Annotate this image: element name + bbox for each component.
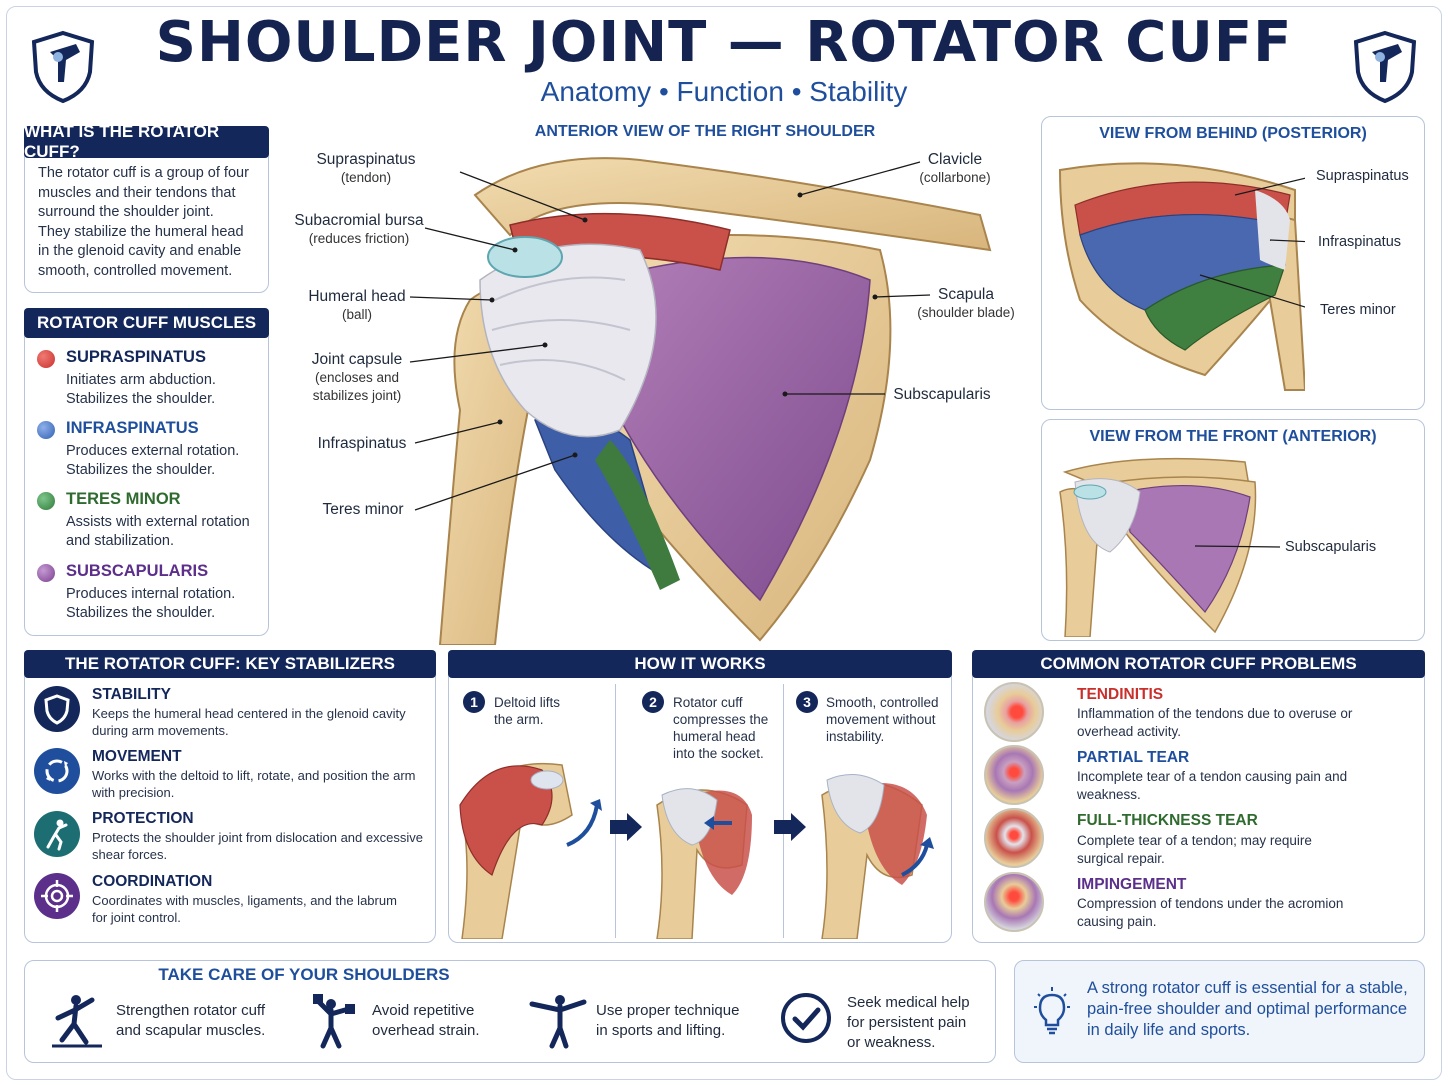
label-scapula: Scapula(shoulder blade): [917, 286, 1015, 320]
label-subacromial-bursa: Subacromial bursa(reduces friction): [294, 212, 424, 246]
problem-title-impingement: IMPINGEMENT: [1077, 876, 1187, 893]
problem-title-full-thickness-tear: FULL-THICKNESS TEAR: [1077, 812, 1258, 829]
target-icon: [34, 873, 80, 919]
posterior-heading: VIEW FROM BEHIND (POSTERIOR): [1099, 125, 1367, 142]
page-title: SHOULDER JOINT — ROTATOR CUFF: [155, 10, 1293, 75]
muscle-desc-subscapularis: Produces internal rotation.Stabilizes th…: [66, 586, 236, 621]
supraspinatus-dot: [37, 350, 55, 368]
stabilizer-text-movement: Works with the deltoid to lift, rotate, …: [92, 768, 416, 800]
label-humeral-head: Humeral head(ball): [308, 288, 406, 322]
muscles-panel: [24, 308, 269, 636]
stabilizer-title-movement: MOVEMENT: [92, 748, 182, 765]
page-frame: [6, 6, 1442, 1080]
problems-panel: [972, 650, 1425, 943]
tip-panel: [1014, 960, 1425, 1063]
what-is-heading: WHAT IS THE ROTATOR CUFF?: [24, 122, 269, 161]
stabilizer-title-protection: PROTECTION: [92, 810, 194, 827]
stabilizer-text-stability: Keeps the humeral head centered in the g…: [92, 706, 406, 738]
problem-text-tendinitis: Inflammation of the tendons due to overu…: [1077, 706, 1353, 739]
posterior-illustration: [1058, 162, 1305, 391]
proper-technique-icon: [529, 995, 587, 1049]
anterior-shoulder-illustration: [409, 157, 992, 645]
muscle-name-infraspinatus: INFRASPINATUS: [66, 419, 199, 437]
anterior-small-label-subscapularis: Subscapularis: [1285, 539, 1377, 555]
step-divider-1: [615, 684, 616, 938]
label-teres-minor: Teres minor: [322, 501, 404, 518]
step-number-1: 1: [463, 691, 485, 713]
label-infraspinatus: Infraspinatus: [317, 435, 407, 452]
shield-logo-left-icon: [31, 30, 95, 104]
posterior-label-infraspinatus: Infraspinatus: [1318, 234, 1402, 250]
infraspinatus-dot: [37, 421, 55, 439]
muscle-name-subscapularis: SUBSCAPULARIS: [66, 562, 209, 580]
how-it-works-heading: HOW IT WORKS: [448, 650, 952, 678]
stabilizer-title-stability: STABILITY: [92, 686, 171, 703]
step-divider-2: [783, 684, 784, 938]
step-number-2: 2: [642, 691, 664, 713]
checkmark-circle-icon: [781, 993, 831, 1043]
muscles-heading: ROTATOR CUFF MUSCLES: [24, 308, 269, 338]
stabilizers-heading: THE ROTATOR CUFF: KEY STABILIZERS: [24, 650, 436, 678]
shield-icon: [34, 686, 80, 732]
tip-text: A strong rotator cuff is essential for a…: [1087, 979, 1408, 1039]
stabilizer-title-coordination: COORDINATION: [92, 873, 213, 890]
posterior-label-teres-minor: Teres minor: [1320, 302, 1396, 318]
athlete-icon: [34, 811, 80, 857]
full-thickness-tear-image: [984, 808, 1044, 868]
anterior-view-heading: ANTERIOR VIEW OF THE RIGHT SHOULDER: [534, 123, 876, 140]
tendinitis-image: [984, 682, 1044, 742]
label-supraspinatus: Supraspinatus(tendon): [316, 151, 416, 185]
strength-exercise-icon: [52, 995, 102, 1048]
muscle-name-supraspinatus: SUPRASPINATUS: [66, 348, 206, 366]
problems-heading: COMMON ROTATOR CUFF PROBLEMS: [972, 650, 1425, 678]
overhead-lift-icon: [313, 994, 355, 1049]
impingement-image: [984, 872, 1044, 932]
problem-title-partial-tear: PARTIAL TEAR: [1077, 749, 1190, 766]
care-heading: TAKE CARE OF YOUR SHOULDERS: [158, 965, 450, 984]
care-panel: [24, 960, 996, 1063]
stabilizer-text-protection: Protects the shoulder joint from disloca…: [92, 830, 423, 862]
lightbulb-icon: [1034, 987, 1070, 1035]
shield-logo-right-icon: [1353, 30, 1417, 104]
muscle-desc-supraspinatus: Initiates arm abduction.Stabilizes the s…: [66, 372, 216, 407]
problem-text-impingement: Compression of tendons under the acromio…: [1077, 896, 1344, 929]
anterior-small-illustration: [1059, 457, 1281, 637]
teres-minor-dot: [37, 492, 55, 510]
stabilizer-text-coordination: Coordinates with muscles, ligaments, and…: [92, 893, 397, 925]
posterior-label-supraspinatus: Supraspinatus: [1316, 168, 1409, 184]
label-subscapularis: Subscapularis: [893, 386, 991, 403]
subscapularis-dot: [37, 564, 55, 582]
anterior-small-heading: VIEW FROM THE FRONT (ANTERIOR): [1089, 428, 1377, 445]
problem-text-partial-tear: Incomplete tear of a tendon causing pain…: [1077, 769, 1348, 802]
partial-tear-image: [984, 745, 1044, 805]
how-it-works-illustration: [459, 762, 934, 939]
step-number-3: 3: [796, 691, 818, 713]
muscle-desc-infraspinatus: Produces external rotation.Stabilizes th…: [66, 443, 240, 478]
rotate-arrows-icon: [34, 748, 80, 794]
muscle-name-teres-minor: TERES MINOR: [66, 490, 181, 508]
stabilizers-panel: [24, 650, 436, 943]
problem-title-tendinitis: TENDINITIS: [1077, 686, 1164, 703]
label-clavicle: Clavicle(collarbone): [919, 151, 991, 185]
page-subtitle: Anatomy • Function • Stability: [540, 76, 908, 107]
